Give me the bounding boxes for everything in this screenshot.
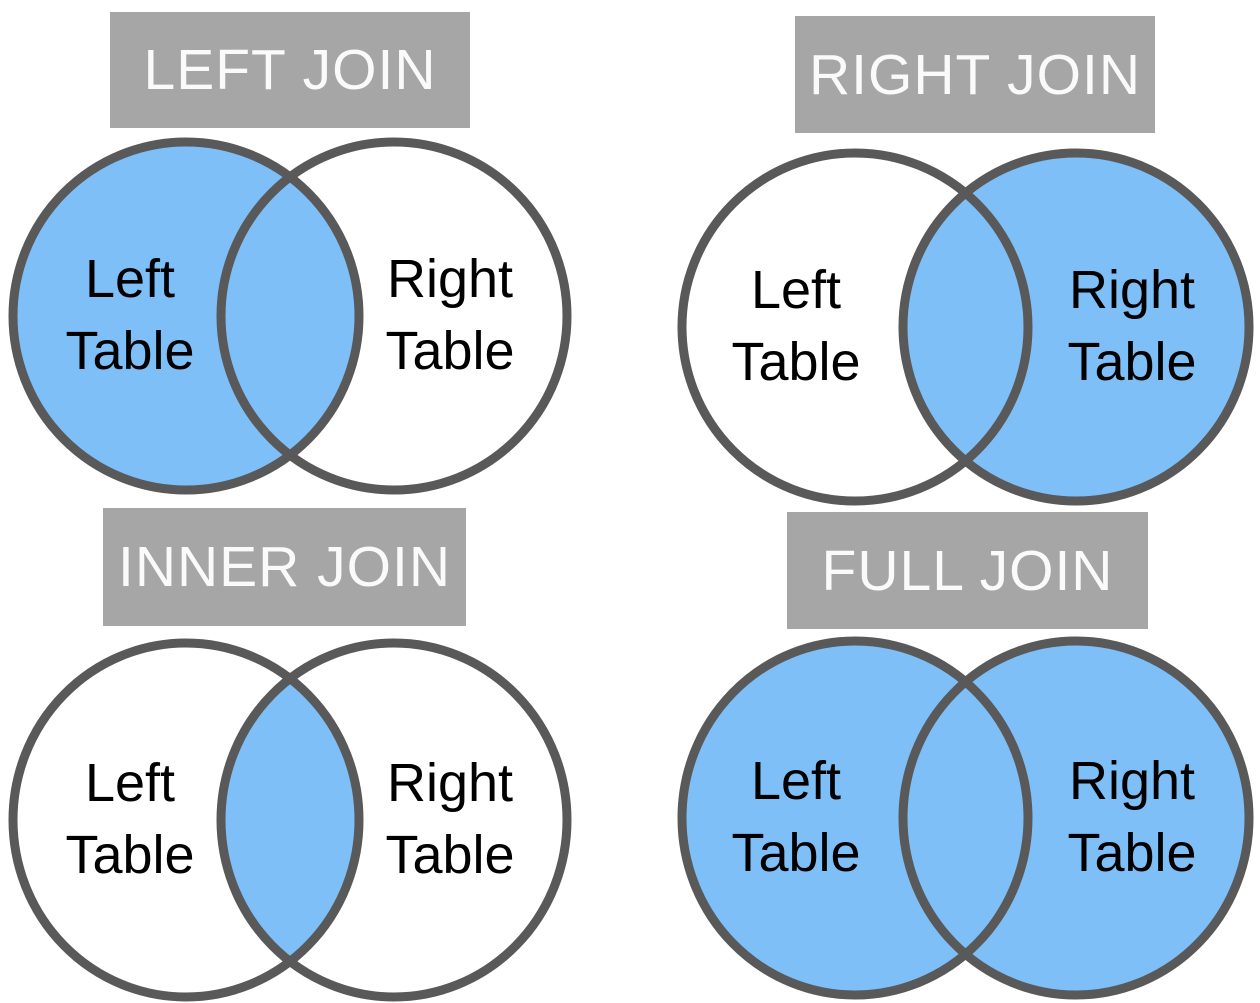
title-banner-full-join: FULL JOIN: [787, 512, 1148, 629]
left-table-label-line1: Left: [85, 249, 175, 309]
join-title-inner: INNER JOIN: [117, 535, 452, 599]
right-table-label-line1: Right: [387, 249, 513, 309]
right-table-label-line2: Table: [385, 321, 514, 381]
venn-inner-join: Left Table Right Table: [8, 638, 572, 1002]
venn-left-join: Left Table Right Table: [8, 137, 572, 495]
intersection-lens: [221, 679, 359, 961]
left-circle-outline: [677, 148, 1033, 506]
left-circle-outline: [677, 636, 1033, 1000]
left-table-label-line2: Table: [65, 825, 194, 885]
left-circle-outline: [8, 638, 364, 1002]
venn-right-join: Left Table Right Table: [677, 148, 1254, 506]
right-table-label-line1: Right: [387, 753, 513, 813]
left-table-label-line2: Table: [731, 332, 860, 392]
title-banner-right-join: RIGHT JOIN: [795, 16, 1155, 133]
venn-full-join: Left Table Right Table: [677, 636, 1254, 1000]
right-table-label-line2: Table: [385, 825, 514, 885]
title-banner-inner-join: INNER JOIN: [103, 508, 466, 626]
join-title-full: FULL JOIN: [821, 538, 1114, 603]
left-table-label-line1: Left: [85, 753, 175, 813]
left-circle-outline: [8, 137, 364, 495]
left-table-label-line1: Left: [751, 751, 841, 811]
right-circle-outline: [898, 636, 1254, 1000]
intersection-lens: [902, 193, 1029, 461]
right-table-label-line2: Table: [1067, 332, 1196, 392]
right-circle-outline: [898, 148, 1254, 506]
intersection-lens: [221, 177, 359, 455]
join-title-left: LEFT JOIN: [143, 38, 437, 102]
left-table-label-line2: Table: [731, 823, 860, 883]
left-table-label-line1: Left: [751, 260, 841, 320]
title-banner-left-join: LEFT JOIN: [110, 12, 470, 128]
right-circle-outline: [216, 137, 572, 495]
right-circle-outline: [216, 638, 572, 1002]
right-table-label-line1: Right: [1069, 260, 1195, 320]
right-table-label-line1: Right: [1069, 751, 1195, 811]
left-table-label-line2: Table: [65, 321, 194, 381]
intersection-lens: [903, 682, 1028, 954]
join-title-right: RIGHT JOIN: [809, 42, 1141, 107]
right-table-label-line2: Table: [1067, 823, 1196, 883]
